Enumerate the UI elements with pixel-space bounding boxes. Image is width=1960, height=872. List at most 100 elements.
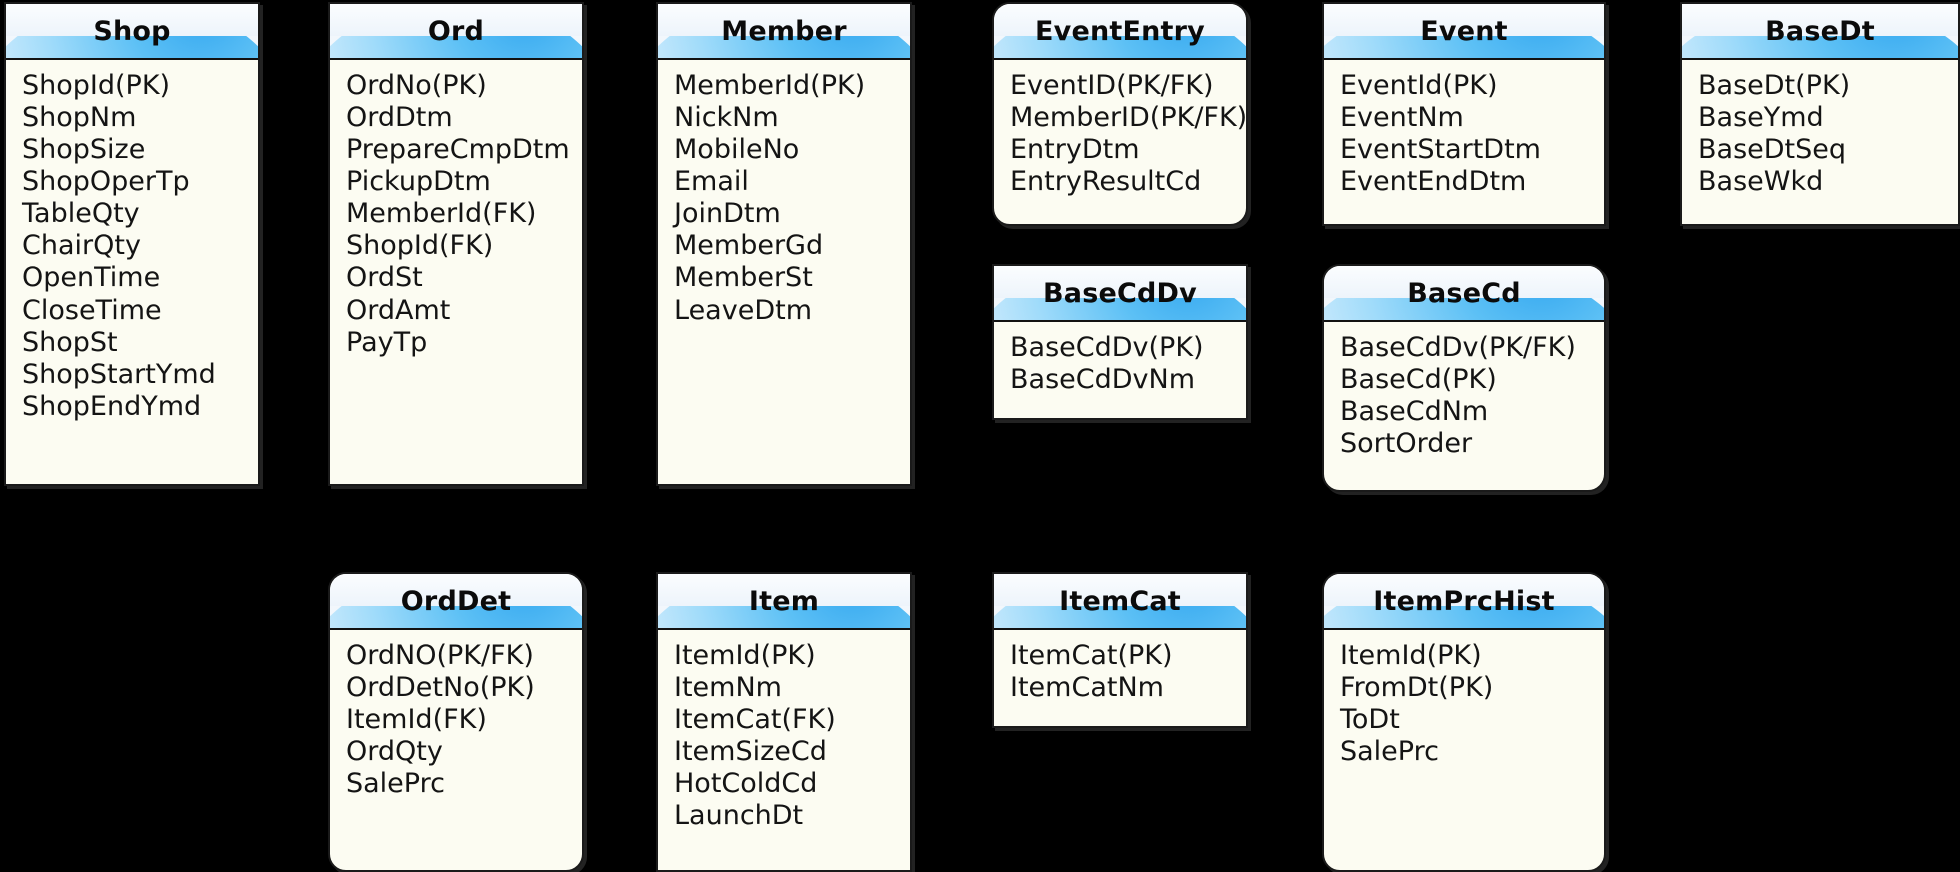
attribute-row: Email — [674, 166, 749, 198]
attribute-row: ShopSt — [22, 326, 118, 358]
attribute-row: EventID(PK/FK) — [1010, 70, 1214, 101]
attribute-row: NickNm — [674, 102, 779, 134]
attribute-row: SalePrc — [1340, 736, 1439, 768]
attribute-row: BaseCdDv(PK) — [1010, 332, 1204, 363]
attribute-row: ShopId(FK) — [346, 230, 494, 262]
attribute-row: ShopId(PK) — [22, 70, 171, 101]
attribute-row: ItemCat(FK) — [674, 704, 836, 736]
attribute-row: LeaveDtm — [674, 294, 812, 326]
attribute-row: SalePrc — [346, 768, 445, 800]
entity-title-itemprchist: ItemPrcHist — [1373, 585, 1555, 617]
entity-header-basedt: BaseDt — [1682, 4, 1958, 60]
attribute-row: MemberGd — [674, 230, 824, 262]
attribute-row: MobileNo — [674, 134, 800, 166]
entity-title-orddet: OrdDet — [400, 585, 512, 617]
attribute-row: EntryDtm — [1010, 134, 1140, 166]
entity-title-evententry: EventEntry — [1035, 15, 1205, 47]
attribute-row: ItemId(FK) — [346, 704, 487, 736]
entity-header-event: Event — [1324, 4, 1604, 60]
attribute-row: OpenTime — [22, 262, 161, 294]
entity-title-basedt: BaseDt — [1765, 15, 1875, 47]
attribute-row: ItemCat(PK) — [1010, 640, 1173, 671]
entity-title-itemcat: ItemCat — [1059, 585, 1181, 617]
entity-title-basecd: BaseCd — [1407, 277, 1521, 309]
attribute-row: PayTp — [346, 326, 428, 358]
entity-header-basecddv: BaseCdDv — [994, 266, 1246, 322]
attribute-row: EntryResultCd — [1010, 166, 1202, 198]
attribute-row: LaunchDt — [674, 800, 804, 832]
entity-title-basecddv: BaseCdDv — [1043, 277, 1197, 309]
attribute-row: ChairQty — [22, 230, 141, 262]
attribute-row: EventEndDtm — [1340, 166, 1527, 198]
attribute-row: BaseCdDvNm — [1010, 364, 1196, 396]
attribute-row: MemberSt — [674, 262, 813, 294]
attribute-row: BaseCdDv(PK/FK) — [1340, 332, 1576, 363]
entity-header-shop: Shop — [6, 4, 258, 60]
attribute-row: ToDt — [1340, 704, 1400, 736]
entity-title-ord: Ord — [427, 15, 485, 47]
attribute-row: BaseYmd — [1698, 102, 1824, 134]
entity-header-evententry: EventEntry — [994, 4, 1246, 60]
entity-attributes-orddet: OrdNO(PK/FK)OrdDetNo(PK)ItemId(FK)OrdQty… — [330, 630, 582, 811]
entity-title-item: Item — [748, 585, 820, 617]
entity-header-ord: Ord — [330, 4, 582, 60]
attribute-row: JoinDtm — [674, 198, 781, 230]
attribute-row: BaseDt(PK) — [1698, 70, 1851, 101]
attribute-row: MemberId(FK) — [346, 198, 537, 230]
attribute-row: ItemNm — [674, 672, 782, 704]
attribute-row: BaseCd(PK) — [1340, 364, 1497, 396]
attribute-row: ItemId(PK) — [1340, 640, 1482, 671]
attribute-row: HotColdCd — [674, 768, 818, 800]
attribute-row: EventStartDtm — [1340, 134, 1541, 166]
attribute-row: OrdNO(PK/FK) — [346, 640, 534, 671]
attribute-row: OrdQty — [346, 736, 443, 768]
entity-header-itemprchist: ItemPrcHist — [1324, 574, 1604, 630]
attribute-row: ShopNm — [22, 102, 137, 134]
entity-attributes-basecddv: BaseCdDv(PK)BaseCdDvNm — [994, 322, 1246, 407]
entity-header-item: Item — [658, 574, 910, 630]
attribute-row: EventNm — [1340, 102, 1464, 134]
attribute-row: OrdSt — [346, 262, 423, 294]
attribute-row: TableQty — [22, 198, 140, 230]
entity-title-member: Member — [721, 15, 847, 47]
attribute-row: OrdDetNo(PK) — [346, 672, 535, 704]
entity-title-event: Event — [1420, 15, 1508, 47]
attribute-row: ItemSizeCd — [674, 736, 827, 768]
entity-attributes-itemcat: ItemCat(PK)ItemCatNm — [994, 630, 1246, 715]
attribute-row: FromDt(PK) — [1340, 672, 1494, 704]
attribute-row: OrdDtm — [346, 102, 453, 134]
attribute-row: ItemCatNm — [1010, 672, 1164, 704]
attribute-row: OrdAmt — [346, 294, 451, 326]
attribute-row: PickupDtm — [346, 166, 491, 198]
attribute-row: ItemId(PK) — [674, 640, 816, 671]
attribute-row: ShopStartYmd — [22, 358, 216, 390]
entity-header-member: Member — [658, 4, 910, 60]
attribute-row: MemberID(PK/FK) — [1010, 102, 1248, 134]
attribute-row: ShopEndYmd — [22, 390, 202, 422]
attribute-row: OrdNo(PK) — [346, 70, 487, 101]
entity-header-orddet: OrdDet — [330, 574, 582, 630]
attribute-row: CloseTime — [22, 294, 162, 326]
attribute-row: EventId(PK) — [1340, 70, 1498, 101]
